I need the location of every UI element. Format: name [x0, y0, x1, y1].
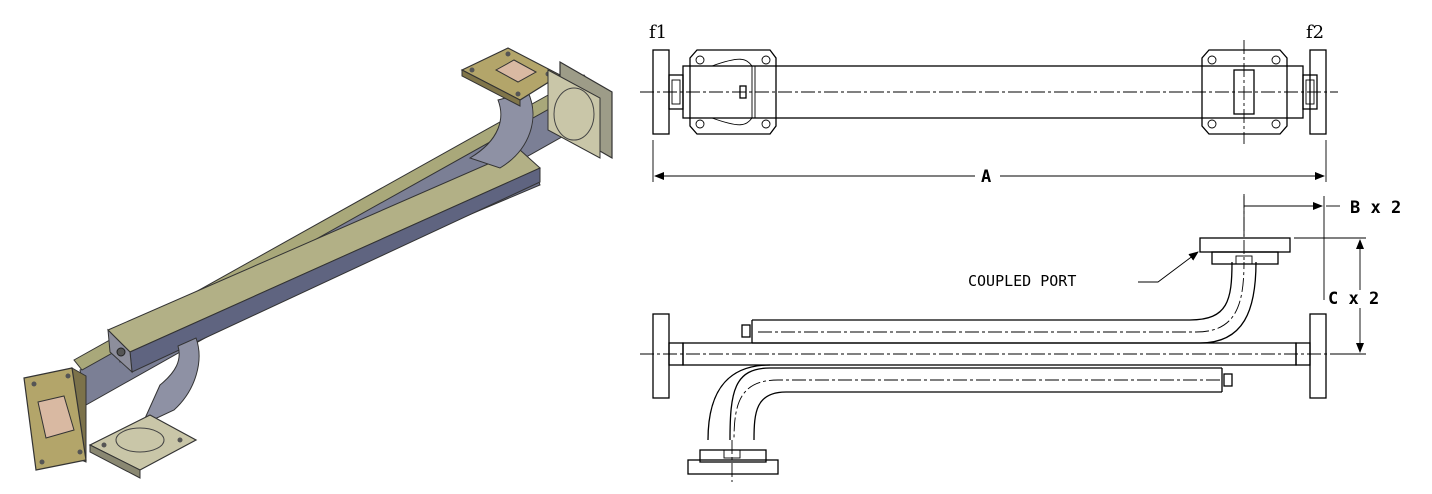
coupled-port-flange-step	[1211, 251, 1279, 265]
flange-hole	[1271, 55, 1281, 65]
upper-arm-bottom-edge	[752, 261, 1257, 344]
upper-arm-top-edge	[752, 261, 1233, 321]
iso-left-flange-hole	[65, 373, 71, 379]
flange-hole	[761, 55, 771, 65]
side-flange-left	[652, 313, 670, 399]
iso-top-window	[494, 59, 538, 83]
screw-head	[739, 85, 747, 99]
dim-b-label: B x 2	[1350, 198, 1401, 218]
flange-hole	[695, 55, 705, 65]
coupled-port-window	[1235, 255, 1253, 265]
iso-left-flange-hole	[39, 459, 45, 465]
upper-arm-centerline	[758, 261, 1245, 333]
lower-arm-centerline	[733, 379, 1220, 441]
flange-hole	[695, 119, 705, 129]
right-flange-window	[1233, 69, 1255, 115]
flange-hole	[1207, 119, 1217, 129]
coupled-port-flange	[1199, 237, 1291, 253]
iso-top-flange-hole	[469, 67, 475, 73]
iso-right-flange-ring	[553, 87, 595, 141]
bottom-port-flange	[687, 459, 779, 475]
coupled-port-leader	[1138, 251, 1199, 283]
iso-left-flange-hole	[77, 449, 83, 455]
label-f2: f2	[1306, 22, 1324, 43]
coupled-port-label: COUPLED PORT	[968, 272, 1076, 290]
dim-a-label: A	[981, 167, 991, 187]
iso-right-flange-face	[547, 69, 601, 159]
iso-top-flange-hole	[515, 91, 521, 97]
label-f1: f1	[649, 22, 667, 43]
iso-bottom-flange-edge	[89, 444, 141, 479]
iso-top-flange-edge	[461, 69, 521, 107]
left-flange-bend-outline	[711, 58, 753, 126]
lower-arm-top-edge	[729, 367, 1222, 441]
side-flange-right	[1309, 313, 1327, 399]
top-view: f1 f2 A	[640, 22, 1338, 187]
lower-arm-outer-bend	[707, 364, 771, 441]
flange-hole	[761, 119, 771, 129]
flange-f2	[1309, 49, 1327, 135]
iso-left-window	[37, 395, 75, 439]
iso-lower-bend	[140, 337, 200, 427]
upper-arm-screw	[741, 324, 751, 338]
isometric-view	[23, 47, 613, 479]
iso-bottom-flange-hole	[177, 437, 183, 443]
iso-bottom-flange-ring	[115, 427, 165, 453]
side-view: COUPLED PORT B x 2 C x 2	[640, 194, 1401, 482]
lower-arm-inner-edge	[753, 391, 1222, 441]
lower-arm-screw	[1223, 373, 1233, 387]
flange-hole	[1207, 55, 1217, 65]
dim-c-label: C x 2	[1328, 289, 1379, 309]
flange-f1-window	[671, 79, 681, 105]
iso-left-flange-hole	[31, 381, 37, 387]
iso-coupler-top	[107, 149, 541, 353]
flange-hole	[1271, 119, 1281, 129]
iso-bottom-flange-hole	[101, 442, 107, 448]
iso-top-flange-hole	[505, 51, 511, 57]
right-square-flange	[1201, 49, 1288, 135]
iso-screw-head	[116, 347, 126, 357]
left-square-flange	[689, 49, 777, 135]
iso-bottom-flange	[88, 414, 198, 471]
